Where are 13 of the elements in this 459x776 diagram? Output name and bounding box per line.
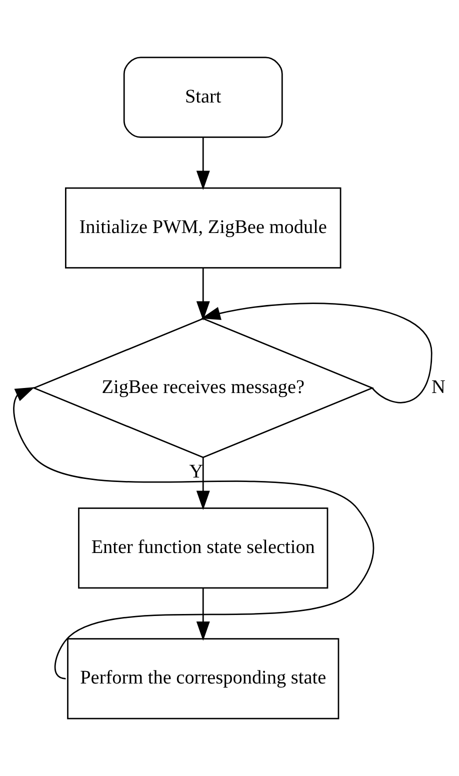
arrow [196, 588, 210, 641]
node-box: Perform the corresponding state [67, 638, 340, 720]
arrow [201, 302, 432, 404]
arrow [196, 457, 210, 510]
edge-label: Y [189, 461, 204, 482]
arrow [13, 387, 374, 680]
arrow [196, 268, 210, 321]
edge-label: N [432, 377, 446, 398]
node-box: Enter function state selection [78, 508, 328, 589]
arrow [196, 137, 210, 190]
node-box: Initialize PWM, ZigBee module [65, 187, 342, 268]
node-diamond: ZigBee receives message? [32, 318, 374, 458]
node-box: Start [123, 56, 283, 138]
